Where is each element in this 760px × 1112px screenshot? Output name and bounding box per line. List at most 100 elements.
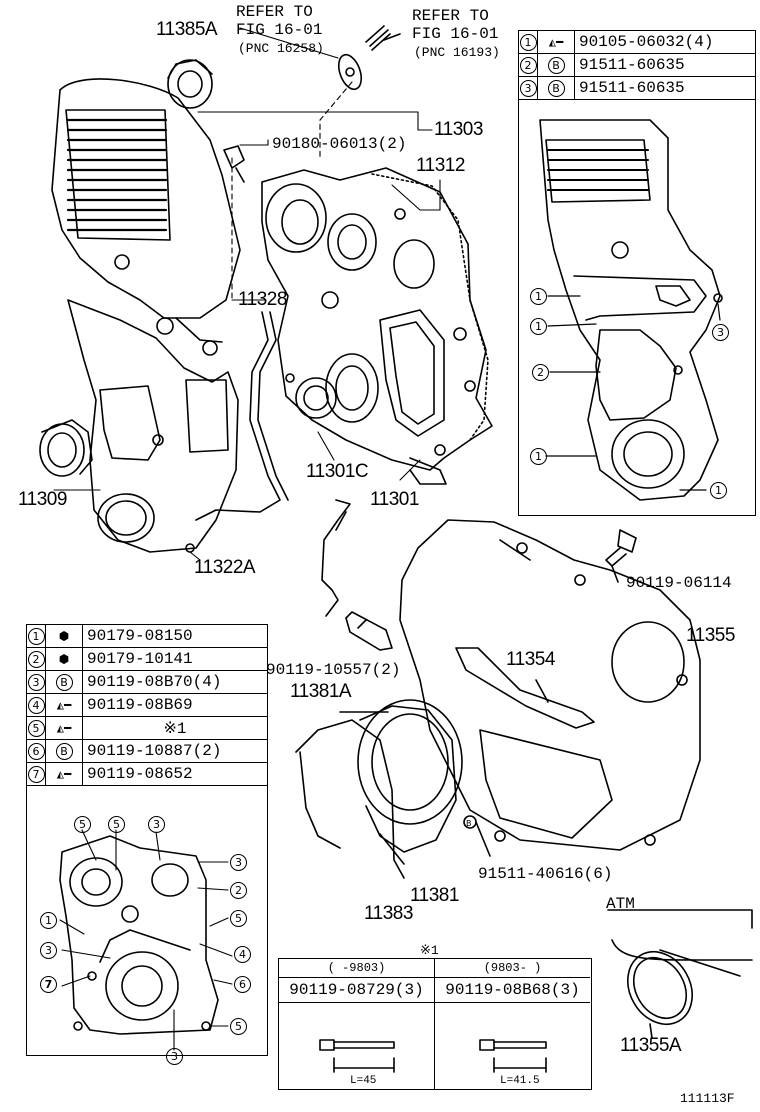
label-refer2-b: FIG 16-01 xyxy=(412,25,499,43)
figure-code: 111113F xyxy=(680,1091,735,1106)
label-asterisk-note: ※1 xyxy=(420,943,439,958)
label-refer1-c: (PNC 16258) xyxy=(238,41,324,56)
oil-seal-11385A xyxy=(167,59,213,109)
label-90119-06114: 90119-06114 xyxy=(626,574,732,592)
timing-cover-upper xyxy=(51,78,241,356)
stud-and-washer xyxy=(337,25,401,91)
label-11322A: 11322A xyxy=(194,557,256,578)
callout-5: 5 xyxy=(74,816,91,833)
bolt-icon: ◭━ xyxy=(45,762,83,786)
callout-3: 3 xyxy=(166,1048,183,1065)
hook-bracket xyxy=(321,499,351,617)
inset-frame-top-right xyxy=(518,30,756,516)
bolt-icon: ◭━ xyxy=(537,30,575,54)
label-11383: 11383 xyxy=(364,903,413,924)
nut-icon: ⬢ xyxy=(45,624,83,648)
oil-seal-retainer: B xyxy=(295,699,491,879)
label-90119-10557: 90119-10557(2) xyxy=(266,661,401,679)
label-refer1-a: REFER TO xyxy=(236,3,313,21)
callout-5: 5 xyxy=(108,816,125,833)
callout-1: 1 xyxy=(40,912,57,929)
label-atm: ATM xyxy=(606,895,635,913)
callout-1: 1 xyxy=(530,288,547,305)
table-row: 2 B 91511-60635 xyxy=(518,53,756,77)
gasket-11312 xyxy=(371,173,489,441)
parts-table-top-right: 1 ◭━ 90105-06032(4) 2 B 91511-60635 3 B … xyxy=(518,30,756,100)
end-plate-11355 xyxy=(399,519,701,851)
callout-1: 1 xyxy=(530,318,547,335)
atm-inset xyxy=(607,909,753,1039)
label-11328: 11328 xyxy=(238,289,287,310)
label-11354: 11354 xyxy=(506,649,555,670)
bracket-11354 xyxy=(455,647,595,729)
variant-col-early: ( -9803) 90119-08729(3) xyxy=(279,959,435,1089)
bolt-icon: ◭━ xyxy=(45,693,83,717)
label-refer1-b: FIG 16-01 xyxy=(236,21,323,39)
callout-3: 3 xyxy=(40,942,57,959)
bolt-90119-06114 xyxy=(605,529,637,583)
dimension-early: L=45 xyxy=(350,1075,377,1087)
leader-lines xyxy=(53,27,441,561)
label-11355A: 11355A xyxy=(620,1035,682,1056)
bolt-icon: ◭━ xyxy=(45,716,83,740)
callout-6: 6 xyxy=(234,976,251,993)
callout-4: 4 xyxy=(234,946,251,963)
label-11303: 11303 xyxy=(434,119,483,140)
gasket-11328 xyxy=(195,311,289,521)
variant-part-late: 90119-08B68(3) xyxy=(435,978,590,1003)
table-row: 2 ⬢ 90179-10141 xyxy=(26,647,268,671)
b-mark-icon: B xyxy=(547,79,565,97)
dimension-late: L=41.5 xyxy=(500,1075,540,1087)
parts-table-left: 1 ⬢ 90179-08150 2 ⬢ 90179-10141 3 B 9011… xyxy=(26,624,268,786)
callout-2: 2 xyxy=(532,364,549,381)
label-90180-06013: 90180-06013(2) xyxy=(272,135,407,153)
variant-col-late: (9803- ) 90119-08B68(3) xyxy=(435,959,590,1089)
inset-right-callouts xyxy=(545,295,721,491)
callout-5: 5 xyxy=(230,910,247,927)
table-row: 6 B 90119-10887(2) xyxy=(26,739,268,763)
b-mark-icon: B xyxy=(55,742,73,760)
inset-left-callouts xyxy=(59,829,233,1051)
bolt-90119-10557 xyxy=(345,611,393,651)
variant-header-late: (9803- ) xyxy=(435,959,590,978)
bolt-90180 xyxy=(223,145,245,183)
callout-3: 3 xyxy=(230,854,247,871)
timing-cover-lower xyxy=(67,299,239,553)
table-row: 3 B 90119-08B70(4) xyxy=(26,670,268,694)
label-11355: 11355 xyxy=(686,625,735,646)
table-row: 1 ◭━ 90105-06032(4) xyxy=(518,30,756,54)
svg-text:B: B xyxy=(466,819,472,828)
callout-1: 1 xyxy=(530,448,547,465)
label-11381A: 11381A xyxy=(290,681,352,702)
callout-7: 7 xyxy=(40,976,57,993)
table-row: 3 B 91511-60635 xyxy=(518,76,756,100)
inset-top-right xyxy=(539,119,723,501)
b-mark-icon: B xyxy=(547,56,565,74)
callout-5: 5 xyxy=(230,1018,247,1035)
table-row: 1 ⬢ 90179-08150 xyxy=(26,624,268,648)
label-11301: 11301 xyxy=(370,489,419,510)
callout-3: 3 xyxy=(712,324,729,341)
variant-header-early: ( -9803) xyxy=(279,959,434,978)
variant-table: ( -9803) 90119-08729(3) (9803- ) 90119-0… xyxy=(278,958,592,1090)
label-refer2-a: REFER TO xyxy=(412,7,489,25)
callout-1: 1 xyxy=(710,482,727,499)
table-row: 7 ◭━ 90119-08652 xyxy=(26,762,268,786)
label-11312: 11312 xyxy=(416,155,465,176)
variant-part-early: 90119-08729(3) xyxy=(279,978,434,1003)
label-refer2-c: (PNC 16193) xyxy=(414,45,500,60)
table-row: 5 ◭━ ※1 xyxy=(26,716,268,740)
table-row: 4 ◭━ 90119-08B69 xyxy=(26,693,268,717)
label-11381: 11381 xyxy=(410,885,459,906)
nut-icon: ⬢ xyxy=(45,647,83,671)
callout-2: 2 xyxy=(230,882,247,899)
label-11301C: 11301C xyxy=(306,461,369,482)
label-11309: 11309 xyxy=(18,489,67,510)
oil-seal-11309 xyxy=(39,419,93,477)
variant-bolts xyxy=(319,1039,547,1073)
timing-gear-case xyxy=(261,167,493,485)
callout-3: 3 xyxy=(148,816,165,833)
label-11385A: 11385A xyxy=(156,19,218,40)
